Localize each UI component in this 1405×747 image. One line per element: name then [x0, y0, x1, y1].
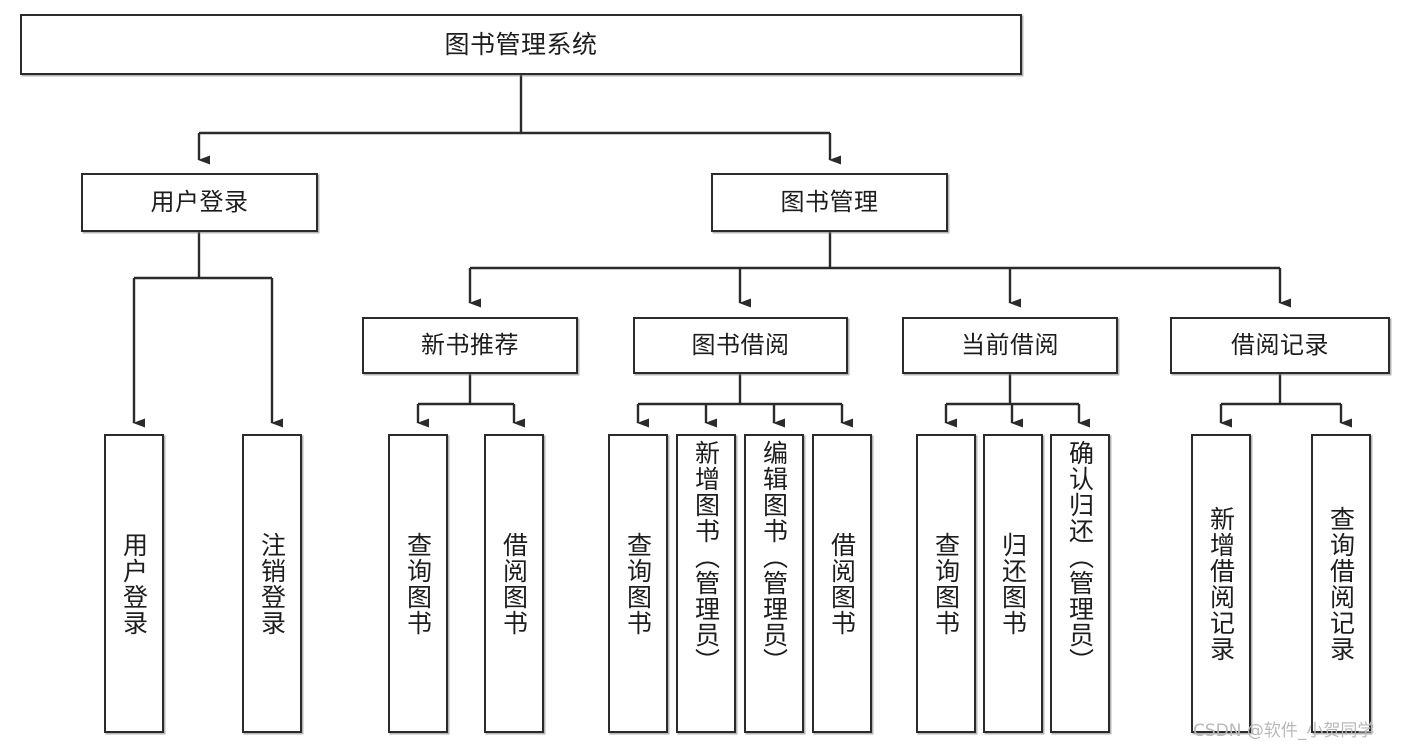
node-leaf-borrow-book-1[interactable]: 借阅图书 — [484, 434, 544, 733]
node-leaf-borrow-book-2[interactable]: 借阅图书 — [812, 434, 872, 733]
node-leaf-logout[interactable]: 注销登录 — [242, 434, 302, 733]
node-leaf-query-book-3-label: 查询图书 — [931, 531, 961, 636]
node-leaf-query-book-1-label: 查询图书 — [403, 531, 433, 636]
node-leaf-query-book-2[interactable]: 查询图书 — [608, 434, 668, 733]
node-leaf-add-book-label: 新增图书（管理员） — [691, 440, 721, 674]
node-new-book-rec-label: 新书推荐 — [421, 331, 519, 360]
node-leaf-query-record-label: 查询借阅记录 — [1326, 505, 1356, 662]
node-leaf-return-book[interactable]: 归还图书 — [983, 434, 1043, 733]
node-leaf-query-book-2-label: 查询图书 — [623, 531, 653, 636]
node-leaf-borrow-book-1-label: 借阅图书 — [499, 531, 529, 636]
node-borrow-record-label: 借阅记录 — [1231, 331, 1329, 360]
node-leaf-edit-book[interactable]: 编辑图书（管理员） — [744, 434, 804, 733]
node-new-book-rec[interactable]: 新书推荐 — [362, 317, 578, 374]
node-root[interactable]: 图书管理系统 — [20, 14, 1022, 75]
node-book-manage-label: 图书管理 — [780, 188, 879, 217]
node-leaf-query-book-3[interactable]: 查询图书 — [916, 434, 976, 733]
node-user-login-label: 用户登录 — [150, 188, 249, 217]
node-root-label: 图书管理系统 — [444, 29, 598, 59]
node-leaf-confirm-return[interactable]: 确认归还（管理员） — [1050, 434, 1110, 733]
node-leaf-add-record[interactable]: 新增借阅记录 — [1191, 434, 1251, 733]
node-leaf-edit-book-label: 编辑图书（管理员） — [759, 440, 789, 674]
node-current-borrow-label: 当前借阅 — [961, 331, 1059, 360]
node-leaf-add-book[interactable]: 新增图书（管理员） — [676, 434, 736, 733]
node-leaf-query-record[interactable]: 查询借阅记录 — [1311, 434, 1371, 733]
node-book-borrow-label: 图书借阅 — [691, 331, 790, 360]
node-leaf-add-record-label: 新增借阅记录 — [1206, 505, 1236, 662]
node-book-borrow[interactable]: 图书借阅 — [633, 317, 848, 374]
node-leaf-user-login-label: 用户登录 — [119, 531, 149, 636]
node-leaf-return-book-label: 归还图书 — [998, 531, 1028, 636]
node-leaf-user-login[interactable]: 用户登录 — [104, 434, 164, 733]
node-leaf-query-book-1[interactable]: 查询图书 — [388, 434, 448, 733]
node-borrow-record[interactable]: 借阅记录 — [1170, 317, 1390, 374]
node-leaf-confirm-return-label: 确认归还（管理员） — [1065, 440, 1095, 674]
node-current-borrow[interactable]: 当前借阅 — [902, 317, 1118, 374]
csdn-watermark: CSDN @软件_小贺同学 — [1193, 721, 1375, 741]
node-user-login[interactable]: 用户登录 — [81, 173, 318, 232]
node-leaf-borrow-book-2-label: 借阅图书 — [827, 531, 857, 636]
node-book-manage[interactable]: 图书管理 — [711, 173, 948, 232]
node-leaf-logout-label: 注销登录 — [257, 531, 287, 636]
